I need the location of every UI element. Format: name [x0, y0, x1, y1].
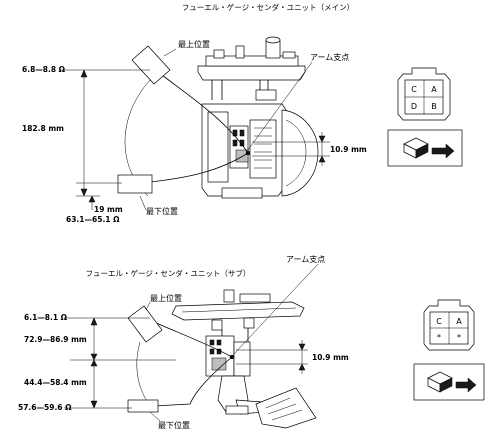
sub-bottom-position-label: 最下位置: [158, 420, 190, 430]
main-arm-height: 10.9 mm: [330, 145, 367, 154]
main-pin-4: B: [431, 102, 437, 111]
main-pump-assembly: [197, 36, 319, 199]
sub-plug-box: [413, 363, 485, 401]
sub-float-bottom: [127, 356, 233, 413]
main-pin-2: A: [431, 85, 437, 94]
main-resistance-bottom: 63.1—65.1 Ω: [66, 215, 120, 224]
sub-height-lower: 44.4—58.4 mm: [24, 378, 87, 387]
harness-plug-arrow-icon: [403, 137, 455, 159]
main-resistance-top: 6.8—8.8 Ω: [22, 65, 66, 74]
main-offset-bottom: 19 mm: [94, 205, 123, 214]
main-top-position-label: 最上位置: [178, 39, 210, 49]
sub-height-upper: 72.9—86.9 mm: [24, 335, 87, 344]
sub-dimensions: 6.1—8.1 Ω 72.9—86.9 mm 44.4—58.4 mm 57.6…: [18, 313, 349, 412]
sub-pin-1: C: [436, 317, 442, 326]
main-arm-fulcrum-label: アーム支点: [310, 52, 349, 62]
sub-float-top: [127, 305, 233, 358]
sub-arm-height: 10.9 mm: [312, 353, 349, 362]
sub-float-arc: [136, 341, 153, 409]
sub-resistance-top: 6.1—8.1 Ω: [24, 313, 68, 322]
sub-unit-title: フューエル・ゲージ・センダ・ユニット（サブ）: [86, 268, 251, 278]
harness-plug-arrow-icon: [427, 371, 477, 393]
sub-connector: C A * *: [423, 299, 475, 351]
main-pin-3: D: [411, 102, 417, 111]
main-plug-box: [387, 129, 463, 167]
main-dimensions: 6.8—8.8 Ω 182.8 mm 19 mm 63.1—65.1 Ω 10.…: [22, 65, 367, 224]
main-connector: C A D B: [397, 67, 451, 121]
main-float-bottom: [117, 152, 249, 194]
main-unit-title: フューエル・ゲージ・センダ・ユニット（メイン）: [182, 2, 354, 12]
sub-pin-4: *: [457, 333, 461, 342]
sub-top-position-label: 最上位置: [150, 293, 182, 303]
main-bottom-position-label: 最下位置: [146, 206, 178, 216]
sub-arm-fulcrum-label: アーム支点: [286, 254, 325, 264]
sub-resistance-bottom: 57.6—59.6 Ω: [18, 403, 72, 412]
sub-pump-assembly: [171, 289, 317, 429]
sub-pin-3: *: [437, 333, 441, 342]
main-pin-1: C: [411, 85, 417, 94]
main-float-top: [131, 45, 249, 154]
main-height-total: 182.8 mm: [22, 124, 64, 133]
sub-pin-2: A: [456, 317, 462, 326]
